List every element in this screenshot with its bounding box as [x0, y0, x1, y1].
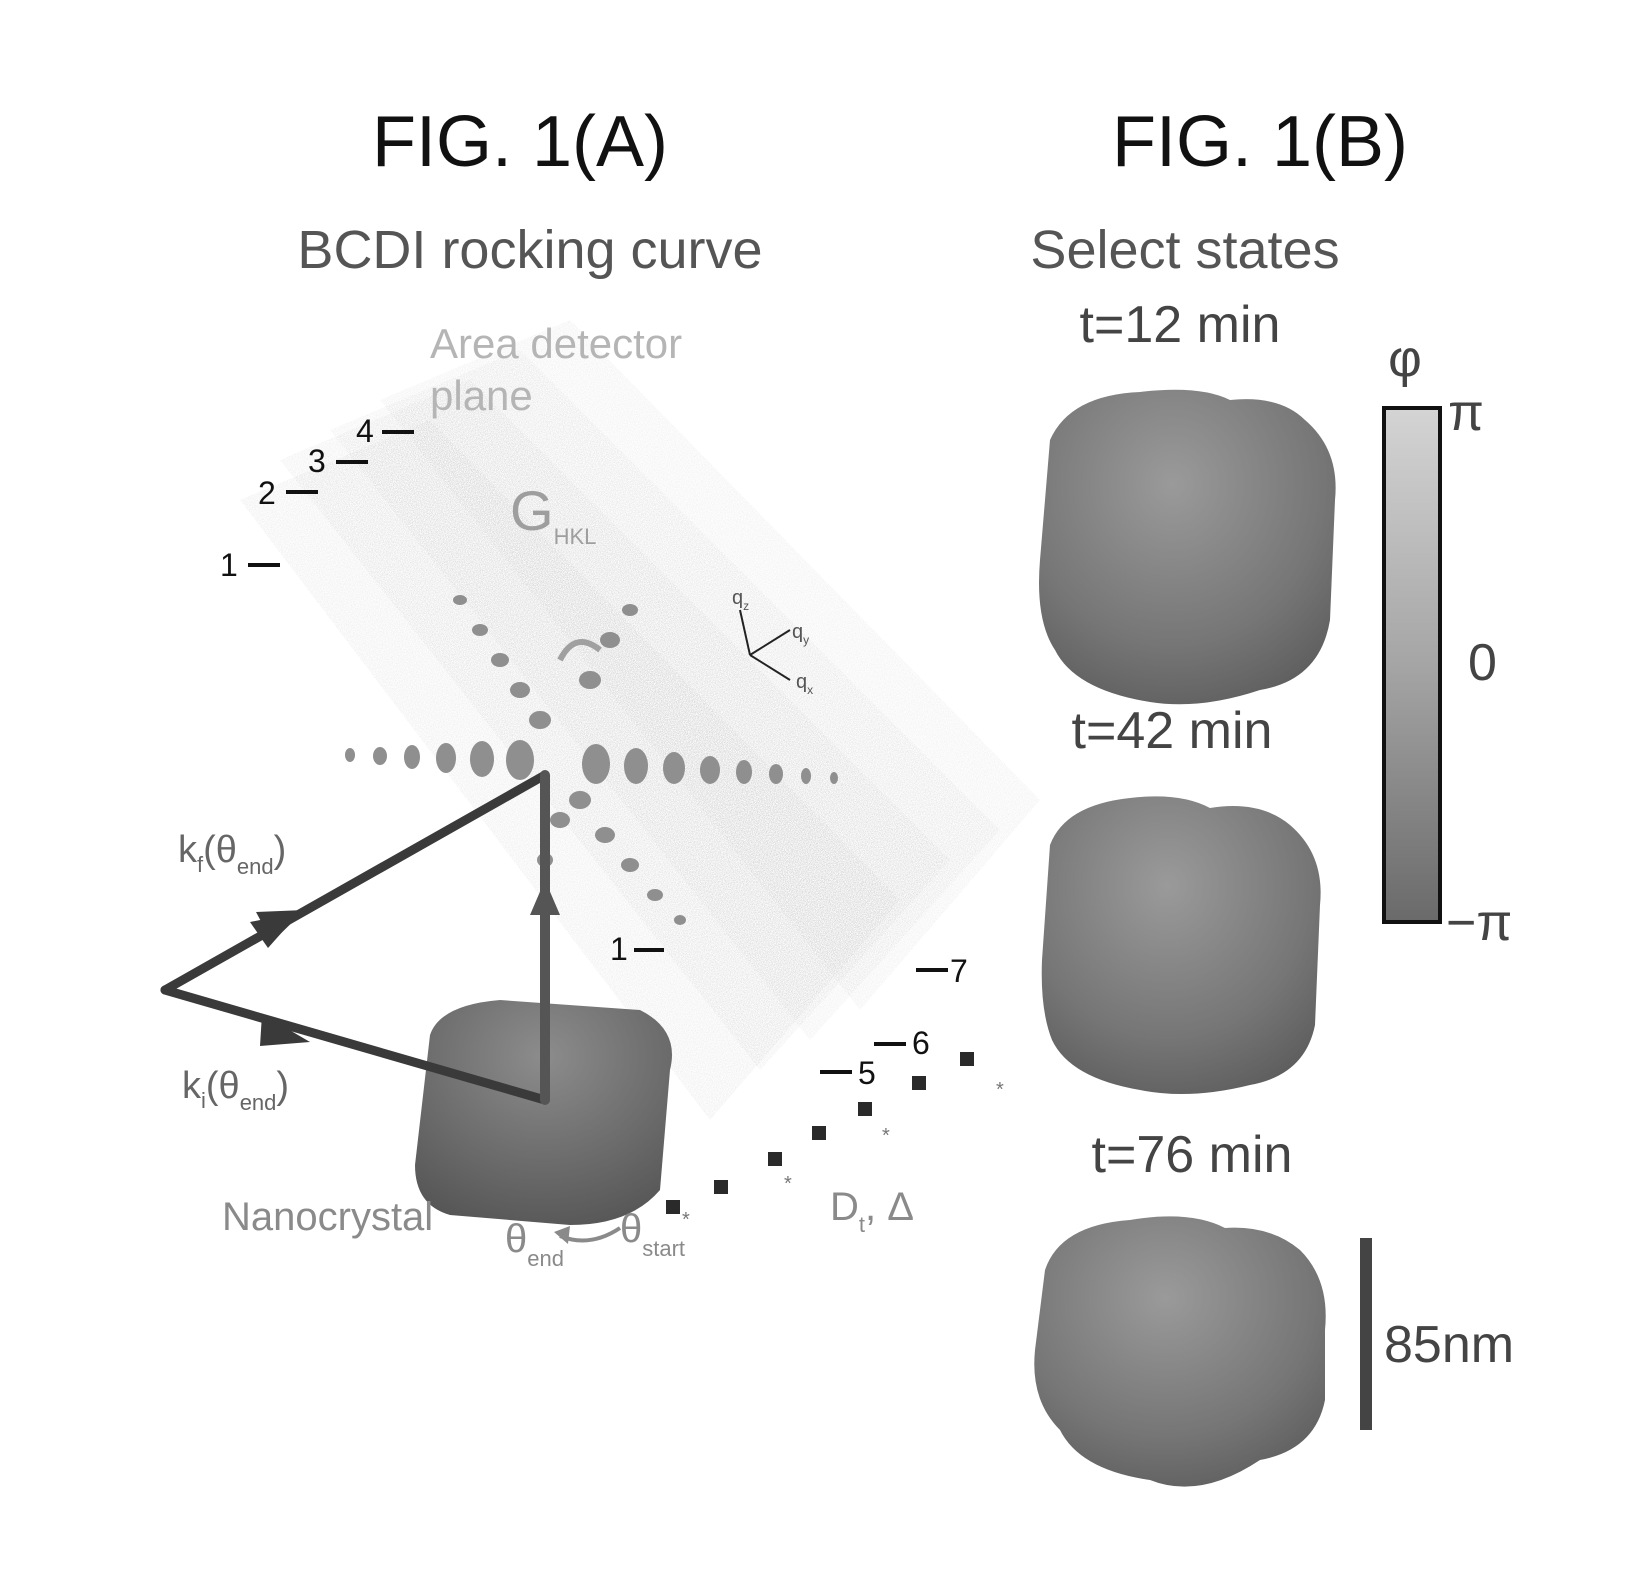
fringe-dot	[453, 595, 467, 605]
marker-square	[960, 1052, 974, 1066]
marker-star: *	[882, 1125, 890, 1147]
figure-a-subtitle: BCDI rocking curve	[297, 220, 762, 280]
defect-number-6: 6	[912, 1025, 930, 1061]
figure-b-title: FIG. 1(B)	[1112, 102, 1408, 182]
fringe-dot	[436, 743, 456, 773]
fringe-dot	[663, 752, 685, 784]
ki-label: ki(θend)	[182, 1065, 289, 1115]
colorbar-symbol: φ	[1388, 330, 1422, 388]
state-label-3: t=76 min	[1092, 1126, 1293, 1184]
fringe-dot	[830, 772, 838, 784]
figure-b-subtitle: Select states	[1030, 220, 1339, 280]
marker-square	[812, 1126, 826, 1140]
state-crystal-3	[1034, 1216, 1325, 1486]
marker-square	[666, 1200, 680, 1214]
colorbar-max-label: π	[1448, 384, 1484, 442]
marker-square	[768, 1152, 782, 1166]
fringe-dot	[550, 812, 570, 828]
marker-star: *	[996, 1079, 1004, 1101]
state-label-1: t=12 min	[1080, 296, 1281, 354]
phase-colorbar	[1384, 408, 1440, 922]
fringe-dot	[345, 748, 355, 762]
fringe-dot	[622, 604, 638, 616]
fringe-dot	[595, 827, 615, 843]
fringe-dot	[624, 748, 648, 784]
rotation-arrowhead	[554, 1226, 570, 1244]
kf-arrow-line	[165, 775, 545, 990]
fringe-dot	[700, 756, 720, 784]
defect-number-5: 5	[858, 1055, 876, 1091]
fringe-dot	[510, 682, 530, 698]
fringe-dot	[569, 791, 591, 809]
fringe-dot	[600, 632, 620, 648]
defect-number-7: 7	[950, 953, 968, 989]
nanocrystal-label: Nanocrystal	[222, 1195, 433, 1239]
fringe-dot	[470, 741, 494, 777]
fringe-dot	[373, 747, 387, 765]
plane-number-1: 1	[220, 547, 238, 583]
state-crystal-2	[1042, 796, 1321, 1094]
defect-number-1: 1	[610, 931, 628, 967]
kf-label: kf(θend)	[178, 829, 286, 879]
fringe-dot	[736, 760, 752, 784]
fringe-dot	[621, 858, 639, 872]
fringe-dot	[506, 740, 534, 780]
scale-bar	[1360, 1238, 1372, 1430]
fringe-dot	[582, 744, 610, 784]
theta-end-label: θend	[505, 1217, 564, 1271]
marker-star: *	[784, 1173, 792, 1195]
area-detector-label-plane: plane	[430, 372, 533, 419]
marker-square	[714, 1180, 728, 1194]
fringe-dot	[674, 915, 686, 925]
colorbar-mid-label: 0	[1468, 634, 1497, 692]
fringe-dot	[529, 711, 551, 729]
dt-delta-label: Dt, Δ	[830, 1185, 914, 1237]
scale-bar-label: 85nm	[1384, 1316, 1514, 1374]
fringe-dot	[769, 764, 783, 784]
state-crystal-1	[1039, 390, 1336, 705]
fringe-dot	[801, 768, 811, 784]
fringe-dot	[647, 889, 663, 901]
theta-start-label: θstart	[620, 1207, 685, 1261]
marker-square	[912, 1076, 926, 1090]
marker-square	[858, 1102, 872, 1116]
figure-a-title: FIG. 1(A)	[372, 102, 668, 182]
fringe-dot	[491, 653, 509, 667]
plane-number-3: 3	[308, 443, 326, 479]
fringe-dot	[579, 671, 601, 689]
plane-number-2: 2	[258, 475, 276, 511]
marker-star: *	[682, 1209, 690, 1231]
colorbar-min-label: −π	[1446, 894, 1512, 952]
area-detector-label: Area detector	[430, 320, 682, 367]
state-label-2: t=42 min	[1072, 702, 1273, 760]
fringe-dot	[472, 624, 488, 636]
fringe-dot	[404, 745, 420, 769]
plane-number-4: 4	[356, 413, 374, 449]
